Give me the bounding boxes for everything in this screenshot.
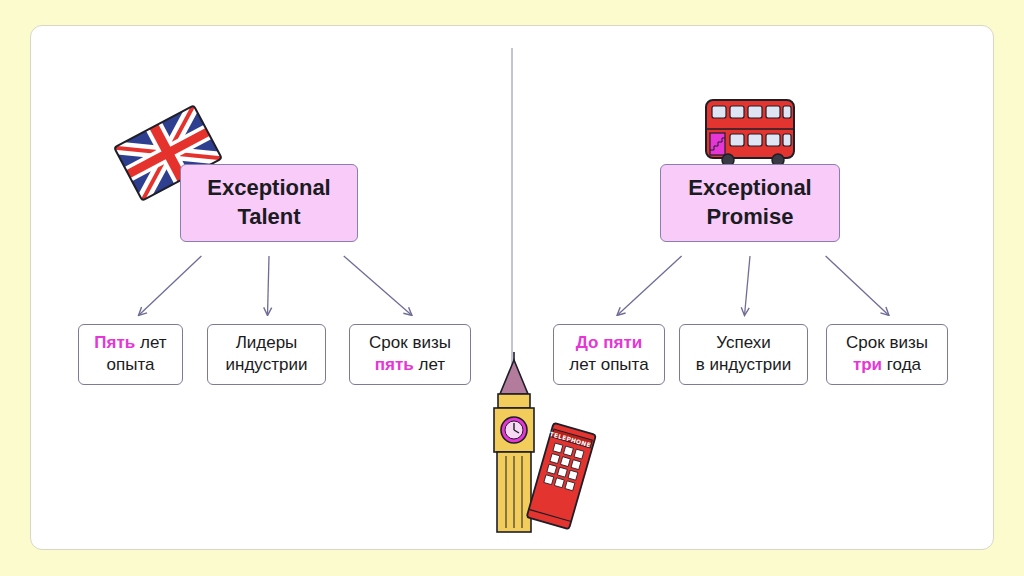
text-run: Exceptional	[688, 175, 811, 200]
text-run: Exceptional	[207, 175, 330, 200]
text-run	[599, 333, 604, 352]
arrow-connector	[139, 256, 202, 316]
feature-box: До пяти лет опыта	[553, 324, 665, 385]
visa-type-box: Exceptional Promise	[660, 164, 840, 242]
text-run	[408, 333, 413, 352]
text-run: До	[576, 333, 599, 352]
text-stack: Успехи в индустрии	[696, 332, 792, 376]
text-stack: Срок визы три года	[846, 332, 928, 376]
text-run: индустрии	[709, 355, 791, 374]
feature-text: Срок визы пять лет	[369, 332, 451, 376]
text-stack: Exceptional Talent	[207, 174, 330, 231]
text-stack: Exceptional Promise	[688, 174, 811, 231]
arrow-connector	[745, 256, 751, 316]
text-run: пяти	[603, 333, 642, 352]
arrow-connector	[268, 256, 270, 316]
visa-title: Exceptional Talent	[207, 174, 330, 231]
phone-booth	[527, 423, 596, 529]
text-run: визы	[889, 333, 928, 352]
feature-box: Успехи в индустрии	[679, 324, 808, 385]
text-stack: До пяти лет опыта	[569, 332, 648, 376]
text-run: опыта	[601, 355, 649, 374]
text-stack: Лидеры индустрии	[226, 332, 308, 376]
feature-box: Пять лет опыта	[78, 324, 183, 385]
text-stack: Пять лет опыта	[94, 332, 166, 376]
feature-text: Лидеры индустрии	[226, 332, 308, 376]
feature-text: До пяти лет опыта	[569, 332, 648, 376]
feature-box: Срок визы пять лет	[349, 324, 471, 385]
feature-box: Лидеры индустрии	[207, 324, 326, 385]
text-run: лет	[419, 355, 446, 374]
text-run: визы	[412, 333, 451, 352]
feature-text: Успехи в индустрии	[696, 332, 792, 376]
text-run	[596, 355, 601, 374]
text-run: лет	[140, 333, 167, 352]
text-run: индустрии	[226, 355, 308, 374]
text-run: три	[853, 355, 882, 374]
visa-title: Exceptional Promise	[688, 174, 811, 231]
divider	[511, 48, 512, 372]
text-run	[885, 333, 890, 352]
text-run: лет	[569, 355, 596, 374]
text-run: в	[696, 355, 705, 374]
feature-text: Пять лет опыта	[94, 332, 166, 376]
text-run: года	[887, 355, 921, 374]
big-ben	[494, 352, 534, 532]
double-decker-bus	[706, 100, 794, 166]
feature-text: Срок визы три года	[846, 332, 928, 376]
text-run: Promise	[707, 204, 794, 229]
text-run	[414, 355, 419, 374]
feature-box: Срок визы три года	[826, 324, 948, 385]
visa-type-box: Exceptional Talent	[180, 164, 358, 242]
text-run: Срок	[369, 333, 408, 352]
arrow-connector	[826, 256, 889, 316]
text-run: Пять	[94, 333, 135, 352]
text-run	[882, 355, 887, 374]
text-run	[705, 355, 710, 374]
text-stack: Срок визы пять лет	[369, 332, 451, 376]
text-run: Лидеры	[236, 333, 298, 352]
text-run: Срок	[846, 333, 885, 352]
text-run: Talent	[237, 204, 300, 229]
text-run	[135, 333, 140, 352]
arrow-connector	[617, 256, 682, 316]
text-run: опыта	[107, 355, 155, 374]
text-run: Успехи	[716, 333, 770, 352]
arrow-connector	[344, 256, 412, 316]
text-run: пять	[375, 355, 414, 374]
